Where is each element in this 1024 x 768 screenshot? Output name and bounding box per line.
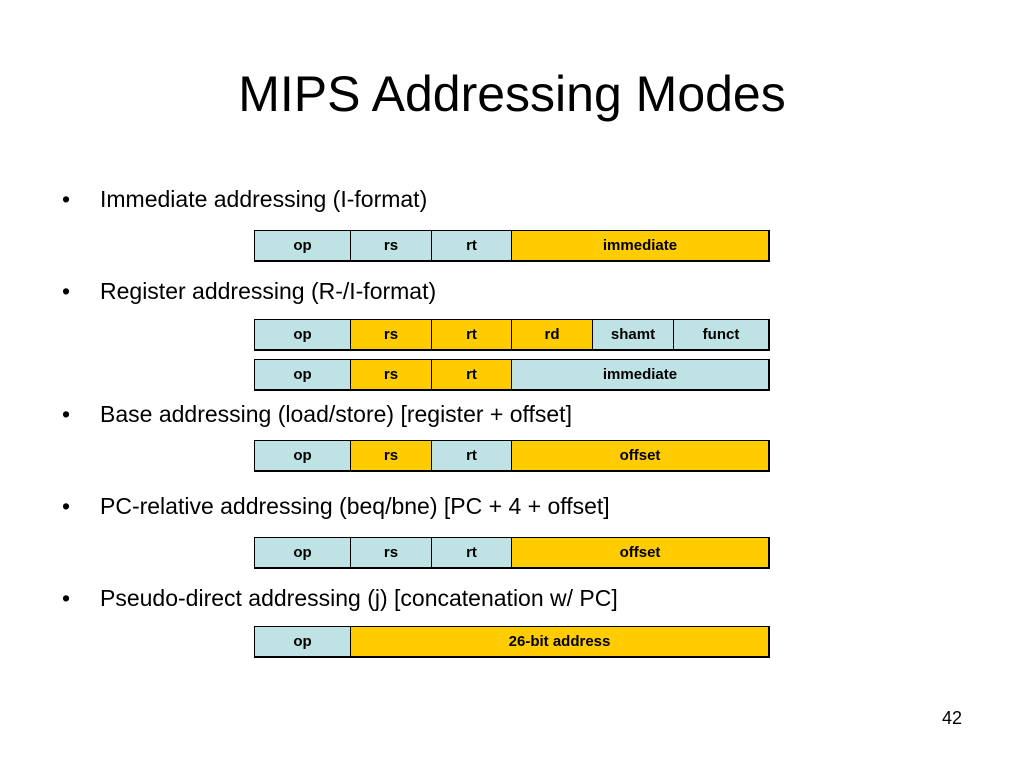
bullet-base-addressing: • Base addressing (load/store) [register … bbox=[62, 400, 572, 428]
bullet-symbol: • bbox=[62, 401, 71, 427]
bullet-text: PC-relative addressing (beq/bne) [PC + 4… bbox=[100, 493, 610, 519]
bullet-immediate-addressing: • Immediate addressing (I-format) bbox=[62, 185, 427, 213]
field-26-bit-address: 26-bit address bbox=[351, 627, 768, 656]
field-rs: rs bbox=[351, 538, 432, 567]
field-rt: rt bbox=[432, 320, 512, 349]
page-number: 42 bbox=[941, 708, 962, 728]
field-rt: rt bbox=[432, 538, 512, 567]
field-offset: offset bbox=[512, 441, 768, 470]
bullet-symbol: • bbox=[62, 186, 71, 212]
bullet-register-addressing: • Register addressing (R-/I-format) bbox=[62, 277, 436, 305]
field-rs: rs bbox=[351, 360, 432, 389]
field-offset: offset bbox=[512, 538, 768, 567]
bullet-pc-relative-addressing: • PC-relative addressing (beq/bne) [PC + … bbox=[62, 492, 610, 520]
field-op: op bbox=[255, 538, 351, 567]
bullet-pseudo-direct-addressing: • Pseudo-direct addressing (j) [concatena… bbox=[62, 584, 618, 612]
field-rt: rt bbox=[432, 231, 512, 260]
field-immediate: immediate bbox=[512, 231, 768, 260]
field-rs: rs bbox=[351, 231, 432, 260]
field-funct: funct bbox=[674, 320, 768, 349]
field-rt: rt bbox=[432, 441, 512, 470]
bullet-text: Register addressing (R-/I-format) bbox=[100, 278, 437, 304]
field-immediate: immediate bbox=[512, 360, 768, 389]
field-op: op bbox=[255, 441, 351, 470]
bullet-symbol: • bbox=[62, 278, 71, 304]
bullet-symbol: • bbox=[62, 585, 71, 611]
format-row-pseudo-direct: op 26-bit address bbox=[254, 626, 770, 658]
field-op: op bbox=[255, 360, 351, 389]
field-rs: rs bbox=[351, 441, 432, 470]
format-row-register-i: op rs rt immediate bbox=[254, 359, 770, 391]
bullet-text: Pseudo-direct addressing (j) [concatenat… bbox=[100, 585, 618, 611]
slide-title: MIPS Addressing Modes bbox=[238, 66, 786, 122]
format-row-pc-relative: op rs rt offset bbox=[254, 537, 770, 569]
format-row-immediate: op rs rt immediate bbox=[254, 230, 770, 262]
field-rt: rt bbox=[432, 360, 512, 389]
format-row-base: op rs rt offset bbox=[254, 440, 770, 472]
bullet-symbol: • bbox=[62, 493, 71, 519]
field-shamt: shamt bbox=[593, 320, 674, 349]
field-op: op bbox=[255, 627, 351, 656]
bullet-text: Immediate addressing (I-format) bbox=[100, 186, 428, 212]
field-op: op bbox=[255, 231, 351, 260]
field-rd: rd bbox=[512, 320, 593, 349]
bullet-text: Base addressing (load/store) [register +… bbox=[100, 401, 572, 427]
field-rs: rs bbox=[351, 320, 432, 349]
field-op: op bbox=[255, 320, 351, 349]
format-row-register-r: op rs rt rd shamt funct bbox=[254, 319, 770, 351]
